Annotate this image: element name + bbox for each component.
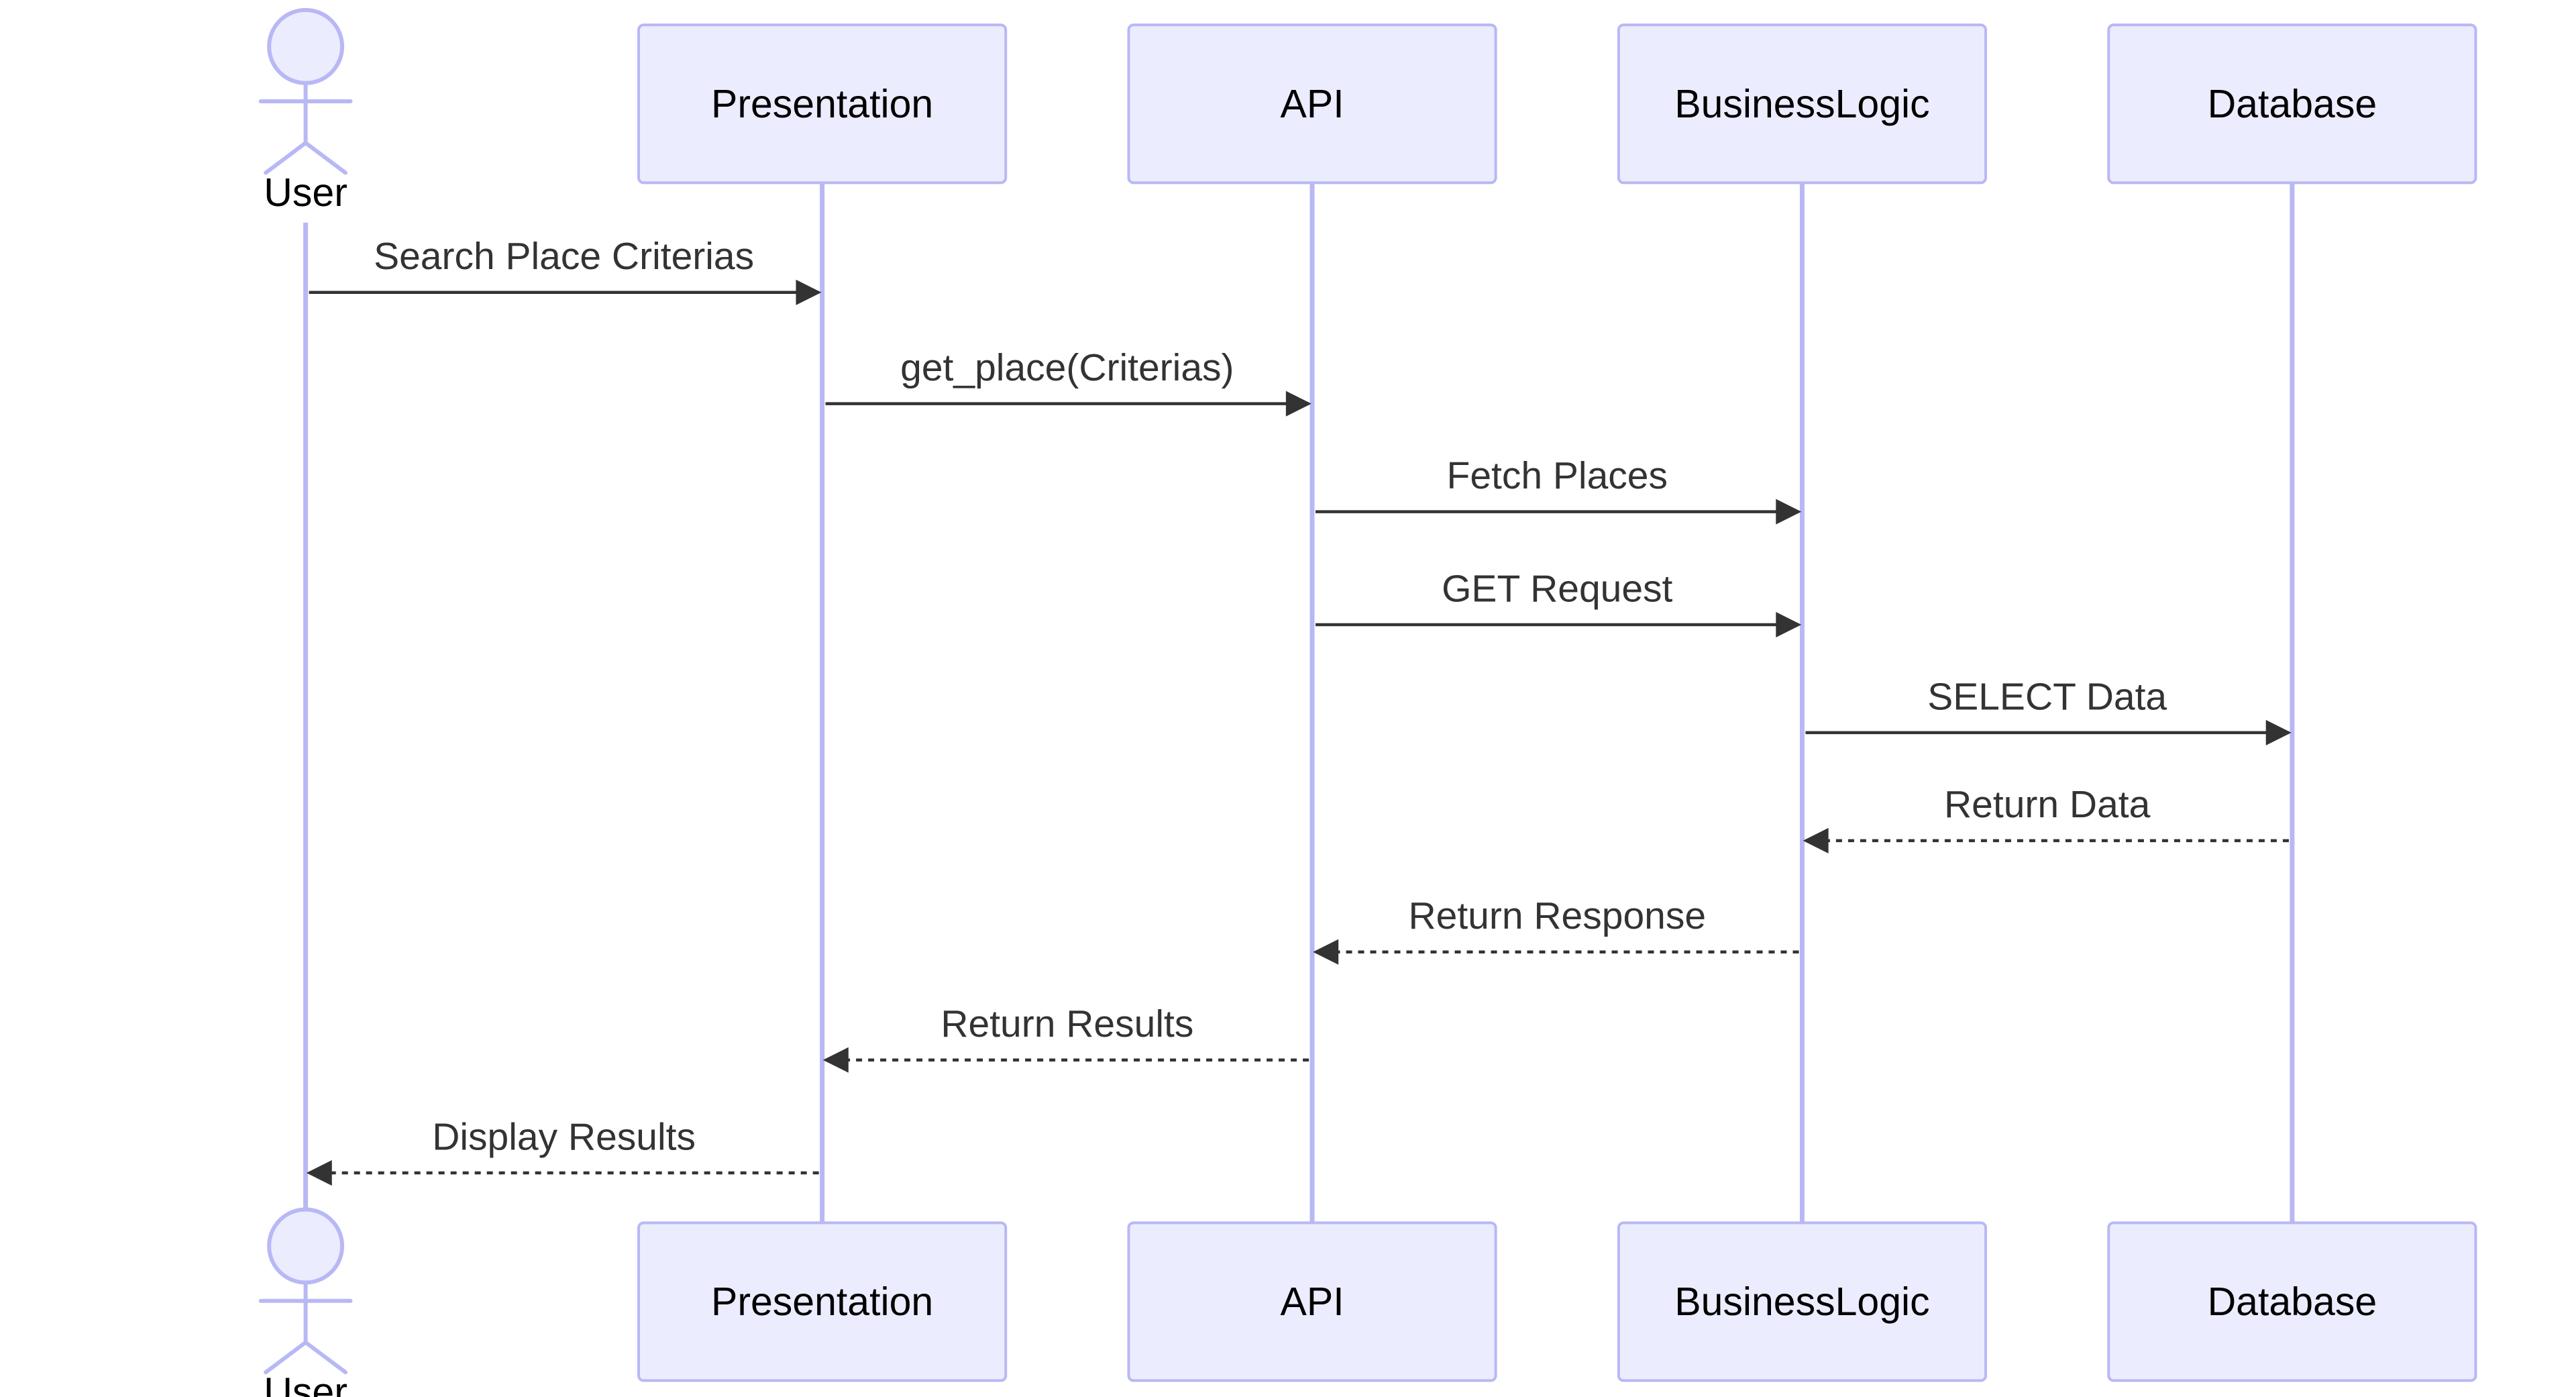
user-head-icon — [267, 7, 345, 85]
message-label: Return Data — [1944, 783, 2151, 826]
participant-box — [1127, 23, 1497, 185]
message-6: Return Data — [1803, 783, 2289, 853]
participant-label: API — [1280, 82, 1344, 126]
participant-label: Presentation — [711, 1280, 933, 1324]
actor-label: User — [264, 1370, 347, 1397]
participant-box — [1617, 23, 1988, 185]
message-1: Search Place Criterias — [309, 235, 822, 305]
participant-label: Presentation — [711, 82, 933, 126]
user-figure-icon — [264, 140, 308, 175]
participant-bottom-businesslogic: BusinessLogic — [1617, 1221, 1988, 1382]
participant-bottom-database: Database — [2107, 1221, 2477, 1382]
message-5: SELECT Data — [1805, 675, 2292, 745]
user-head-icon — [267, 1207, 345, 1285]
participant-box — [2107, 23, 2477, 185]
message-3: Fetch Places — [1315, 454, 1802, 525]
participant-bottom-presentation: Presentation — [637, 1221, 1008, 1382]
participant-label: API — [1280, 1280, 1344, 1324]
message-label: Search Place Criterias — [374, 235, 754, 278]
participants: UserUserPresentationPresentationAPIAPIBu… — [258, 7, 2477, 1397]
lifelines — [303, 183, 2295, 1223]
participant-top-businesslogic: BusinessLogic — [1617, 23, 1988, 185]
participant-label: Database — [2208, 82, 2377, 126]
user-figure-icon — [303, 140, 348, 175]
message-label: Display Results — [432, 1115, 696, 1158]
message-label: GET Request — [1442, 567, 1672, 610]
message-4: GET Request — [1315, 567, 1802, 637]
participant-box — [637, 23, 1008, 185]
user-figure-icon — [303, 1340, 348, 1375]
messages: Search Place Criterias get_place(Criteria… — [306, 235, 2292, 1186]
message-label: get_place(Criterias) — [900, 346, 1234, 389]
actor-bottom-user: User — [258, 1207, 353, 1397]
participant-box — [637, 1221, 1008, 1382]
message-9: Display Results — [306, 1115, 819, 1186]
participant-top-presentation: Presentation — [637, 23, 1008, 185]
participant-label: BusinessLogic — [1674, 1280, 1929, 1324]
message-label: SELECT Data — [1927, 675, 2167, 718]
participant-box — [1127, 1221, 1497, 1382]
actor-top-user: User — [258, 7, 353, 215]
user-figure-icon — [264, 1340, 308, 1375]
participant-bottom-api: API — [1127, 1221, 1497, 1382]
message-2: get_place(Criterias) — [825, 346, 1311, 417]
participant-top-api: API — [1127, 23, 1497, 185]
actor-label: User — [264, 170, 347, 215]
message-7: Return Response — [1313, 894, 1799, 965]
participant-box — [1617, 1221, 1988, 1382]
message-label: Fetch Places — [1447, 454, 1668, 497]
participant-label: BusinessLogic — [1674, 82, 1929, 126]
participant-top-database: Database — [2107, 23, 2477, 185]
message-label: Return Response — [1408, 894, 1706, 937]
participant-label: Database — [2208, 1280, 2377, 1324]
message-label: Return Results — [941, 1002, 1193, 1045]
participant-box — [2107, 1221, 2477, 1382]
message-8: Return Results — [822, 1002, 1309, 1073]
